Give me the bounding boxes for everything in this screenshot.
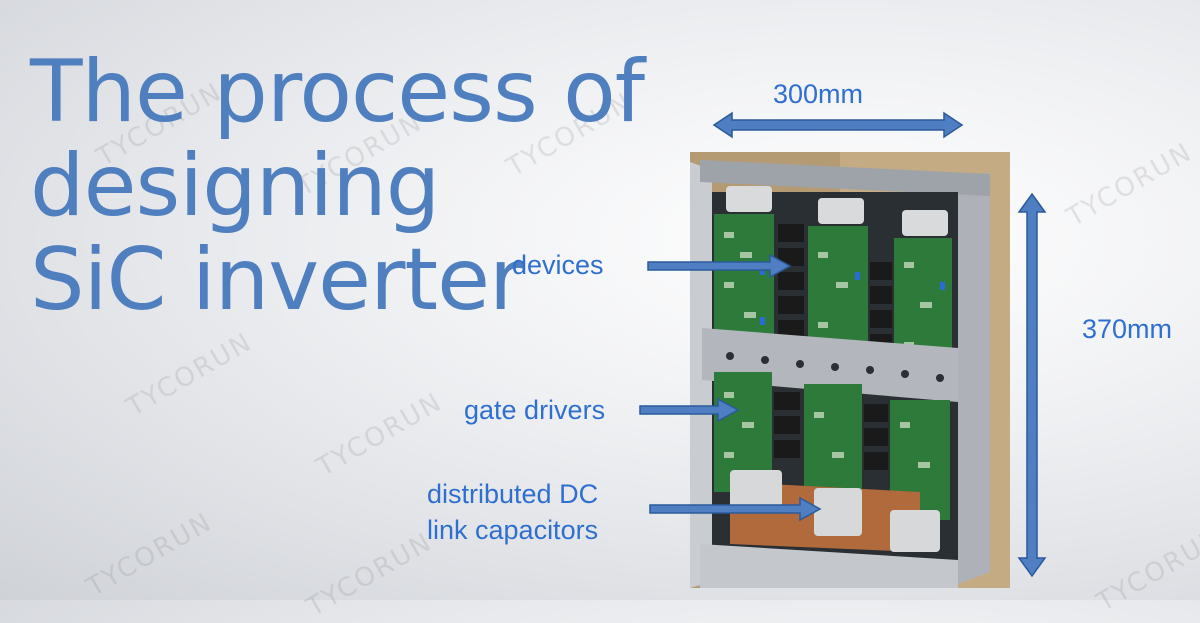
capacitors-callout-arrow-icon: [649, 496, 822, 522]
capacitors-label-line-1: distributed DC: [427, 479, 599, 509]
title-line-1: The process of: [30, 42, 645, 142]
height-dimension-arrow-icon: [1017, 192, 1047, 578]
width-dimension-arrow-icon: [712, 111, 964, 139]
inverter-photo: [690, 152, 1010, 588]
height-dimension-label: 370mm: [1082, 314, 1173, 344]
gate-drivers-label: gate drivers: [464, 395, 606, 425]
devices-label: devices: [512, 250, 604, 280]
gate-drivers-callout-arrow-icon: [639, 397, 740, 423]
devices-callout-arrow-icon: [647, 253, 792, 279]
capacitors-label-line-2: link capacitors: [427, 515, 599, 545]
annotation-arrows: [639, 111, 1047, 578]
inverter-illustration: [690, 152, 1010, 588]
width-dimension-label: 300mm: [773, 79, 864, 109]
title-line-2: designing: [30, 136, 440, 236]
title-line-3: SiC inverter: [30, 230, 524, 330]
page-title: The process of designing SiC inverter: [30, 45, 670, 327]
